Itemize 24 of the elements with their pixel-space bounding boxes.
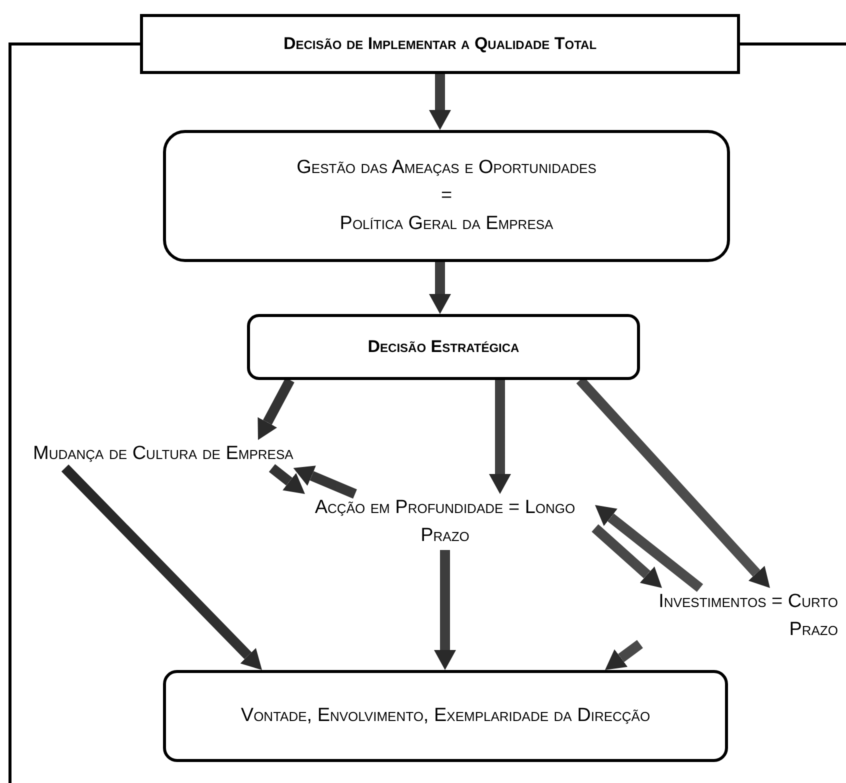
text-label: Mudança de Cultura de Empresa xyxy=(33,442,294,466)
box-text: = xyxy=(440,184,452,208)
text-label: Acção em Profundidade = Longo Prazo xyxy=(314,496,576,548)
text-label: Investimentos = Curto Prazo xyxy=(658,590,838,642)
box-text: Gestão das Ameaças e Oportunidades xyxy=(296,156,596,180)
arrow xyxy=(429,262,451,314)
arrow xyxy=(595,505,704,592)
process-box xyxy=(140,14,740,74)
box-text: Decisão Estratégica xyxy=(368,336,520,358)
box-text: Decisão de Implementar a Qualidade Total xyxy=(283,33,597,55)
box-text: Vontade, Envolvimento, Exemplaridade da Direcção xyxy=(240,704,650,728)
arrow xyxy=(592,524,662,588)
arrow xyxy=(434,550,456,670)
arrow xyxy=(268,464,305,494)
arrow xyxy=(258,378,294,440)
process-box xyxy=(247,314,640,380)
arrow xyxy=(429,74,451,130)
arrow xyxy=(489,380,511,494)
process-box xyxy=(163,670,728,762)
process-box xyxy=(163,130,730,262)
box-text: Política Geral da Empresa xyxy=(340,212,554,236)
arrow xyxy=(293,466,357,499)
arrow xyxy=(605,640,643,670)
arrow xyxy=(61,464,262,670)
